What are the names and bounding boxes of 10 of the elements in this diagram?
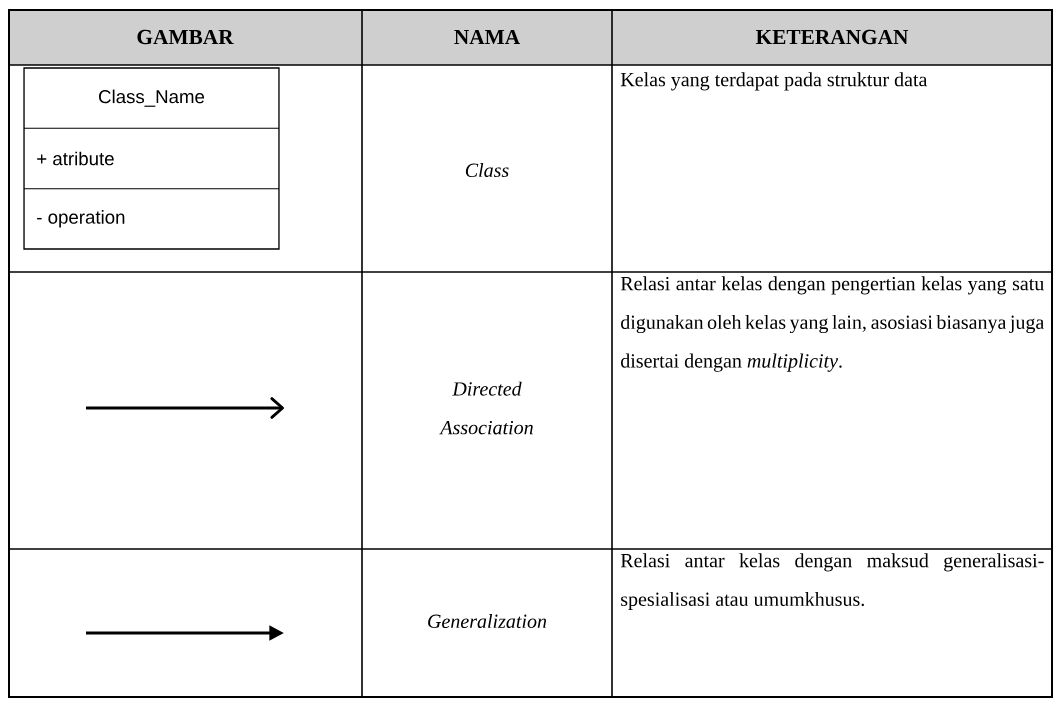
term-label: Directed Association — [439, 381, 533, 435]
term-label: Generalization — [428, 614, 547, 629]
description-text: Kelas yang terdapat pada struktur data — [620, 72, 928, 91]
class-box: Class_Name + atribute - operation — [23, 67, 280, 250]
column-header: KETERANGAN — [755, 29, 909, 45]
description-text: Relasi antar kelas dengan maksud generalisasi-spesialisasi atau umumkhusus. — [620, 553, 1044, 611]
column-header: NAMA — [454, 29, 520, 45]
term-label: Class — [465, 163, 509, 178]
description-text: Relasi antar kelas dengan pengertian kelas yang satu digunakan oleh kelas yang lain, asosiasi biasanya juga disertai dengan multiplicity. — [620, 276, 1045, 372]
column-header: GAMBAR — [137, 29, 234, 45]
